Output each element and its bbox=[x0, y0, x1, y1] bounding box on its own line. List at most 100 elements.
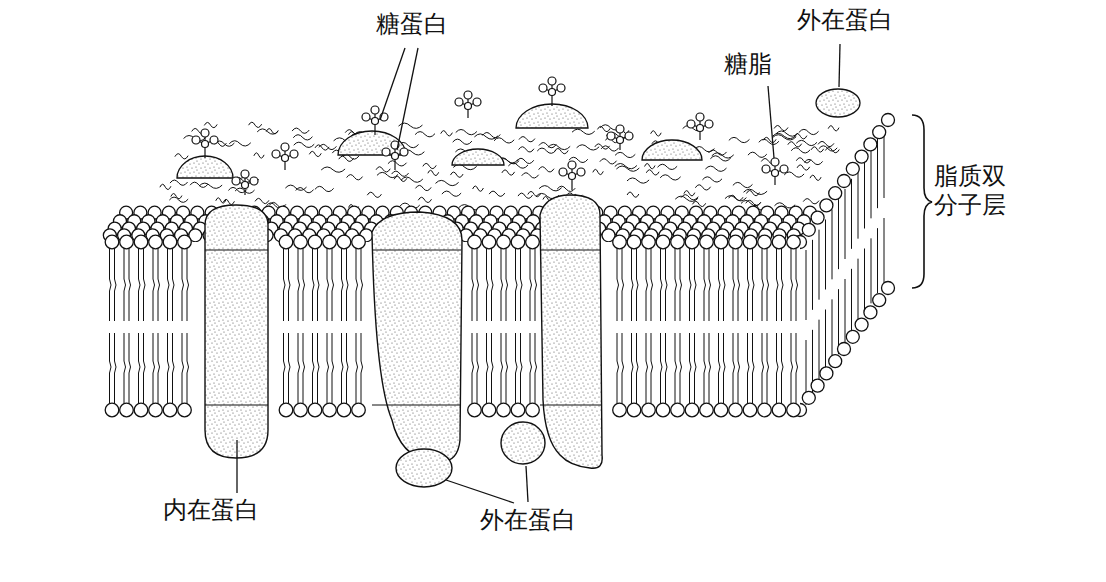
lipid-head bbox=[829, 187, 842, 200]
surface-texture bbox=[321, 167, 345, 172]
lipid-tail bbox=[851, 269, 852, 334]
lipid-head bbox=[163, 403, 177, 417]
sugar-unit bbox=[780, 165, 788, 173]
lipid-tail bbox=[516, 249, 518, 321]
lipid-tail bbox=[139, 333, 141, 403]
lipid-head bbox=[772, 403, 786, 417]
surface-texture bbox=[788, 142, 802, 147]
lipid-tail bbox=[129, 249, 131, 321]
sugar-unit bbox=[362, 113, 370, 121]
surface-texture bbox=[494, 138, 514, 143]
surface-texture bbox=[255, 198, 269, 203]
lipid-head bbox=[820, 199, 833, 212]
lipid-head bbox=[864, 138, 877, 151]
lipid-tail bbox=[690, 333, 692, 403]
lipid-tail bbox=[327, 249, 329, 321]
lipid-tail bbox=[661, 333, 663, 403]
surface-protein bbox=[338, 131, 406, 155]
lipid-tail bbox=[342, 249, 344, 321]
peripheral-protein bbox=[396, 449, 452, 487]
sugar-unit bbox=[371, 106, 379, 114]
surface-texture bbox=[627, 178, 649, 183]
lipid-head bbox=[846, 330, 859, 343]
lipid-tail bbox=[289, 249, 291, 321]
surface-texture bbox=[763, 137, 776, 142]
part-label: 内在蛋白 bbox=[163, 496, 259, 525]
lipid-head bbox=[627, 235, 641, 249]
lipid-tail bbox=[313, 249, 315, 321]
lipid-tail bbox=[858, 259, 859, 324]
surface-texture bbox=[388, 161, 407, 166]
lipid-tail bbox=[709, 333, 711, 403]
lipid-tail bbox=[796, 333, 798, 403]
surface-texture bbox=[660, 175, 681, 180]
lipid-head bbox=[787, 235, 801, 249]
sugar-unit bbox=[705, 120, 713, 128]
lipid-tail bbox=[492, 249, 494, 321]
surface-texture bbox=[169, 197, 188, 202]
lipid-tail bbox=[819, 230, 820, 300]
surface-texture bbox=[784, 172, 804, 177]
lipid-tail bbox=[153, 333, 155, 403]
lipid-tail bbox=[487, 333, 489, 403]
surface-texture bbox=[600, 159, 617, 164]
surface-texture bbox=[315, 186, 334, 191]
peripheral-protein bbox=[501, 422, 545, 464]
lipid-tail bbox=[782, 333, 784, 403]
lipid-tail bbox=[535, 333, 537, 403]
surface-texture bbox=[415, 132, 435, 137]
lipid-head bbox=[627, 403, 641, 417]
sugar-unit bbox=[568, 161, 576, 169]
lipid-head bbox=[337, 235, 351, 249]
surface-texture bbox=[811, 147, 823, 152]
lipid-tail bbox=[115, 249, 117, 321]
leader-line bbox=[236, 440, 237, 493]
lipid-head bbox=[820, 367, 833, 380]
surface-texture bbox=[294, 142, 315, 147]
lipid-tail bbox=[871, 148, 872, 218]
lipid-tail bbox=[690, 249, 692, 321]
lipid-head bbox=[729, 403, 743, 417]
integral-protein bbox=[205, 205, 268, 458]
lipid-tail bbox=[632, 333, 634, 403]
surface-texture bbox=[572, 129, 595, 134]
lipid-tail bbox=[173, 333, 175, 403]
surface-texture bbox=[502, 170, 515, 175]
lipid-head bbox=[743, 403, 757, 417]
lipid-head bbox=[656, 235, 670, 249]
lipid-tail bbox=[782, 249, 784, 321]
lipid-tail bbox=[709, 249, 711, 321]
surface-texture bbox=[804, 159, 822, 164]
lipid-tail bbox=[158, 333, 160, 403]
surface-texture bbox=[376, 167, 390, 172]
lipid-tail bbox=[303, 333, 305, 403]
lipid-tail bbox=[347, 249, 349, 321]
lipid-tail bbox=[719, 249, 721, 321]
lipid-tail bbox=[832, 299, 833, 364]
lipid-tail bbox=[877, 138, 878, 208]
lipid-tail bbox=[680, 333, 682, 403]
surface-texture bbox=[797, 165, 810, 170]
surface-texture bbox=[645, 164, 655, 169]
surface-texture bbox=[367, 192, 381, 197]
lipid-head bbox=[178, 403, 192, 417]
lipid-tail bbox=[361, 249, 363, 321]
lipid-tail bbox=[129, 333, 131, 403]
lipid-head bbox=[149, 235, 163, 249]
surface-texture bbox=[339, 156, 354, 161]
surface-texture bbox=[293, 135, 312, 140]
lipid-tail bbox=[819, 320, 820, 385]
leader-line bbox=[446, 480, 514, 503]
lipid-tail bbox=[139, 249, 141, 321]
lipid-tail bbox=[158, 249, 160, 321]
surface-texture bbox=[729, 137, 750, 142]
lipid-tail bbox=[182, 249, 184, 321]
lipid-head bbox=[743, 235, 757, 249]
lipid-tail bbox=[864, 159, 865, 229]
lipid-tail bbox=[110, 249, 112, 321]
lipid-head bbox=[482, 403, 496, 417]
lipid-tail bbox=[825, 310, 826, 375]
lipid-tail bbox=[661, 249, 663, 321]
lipid-tail bbox=[173, 249, 175, 321]
lipid-head bbox=[352, 235, 366, 249]
